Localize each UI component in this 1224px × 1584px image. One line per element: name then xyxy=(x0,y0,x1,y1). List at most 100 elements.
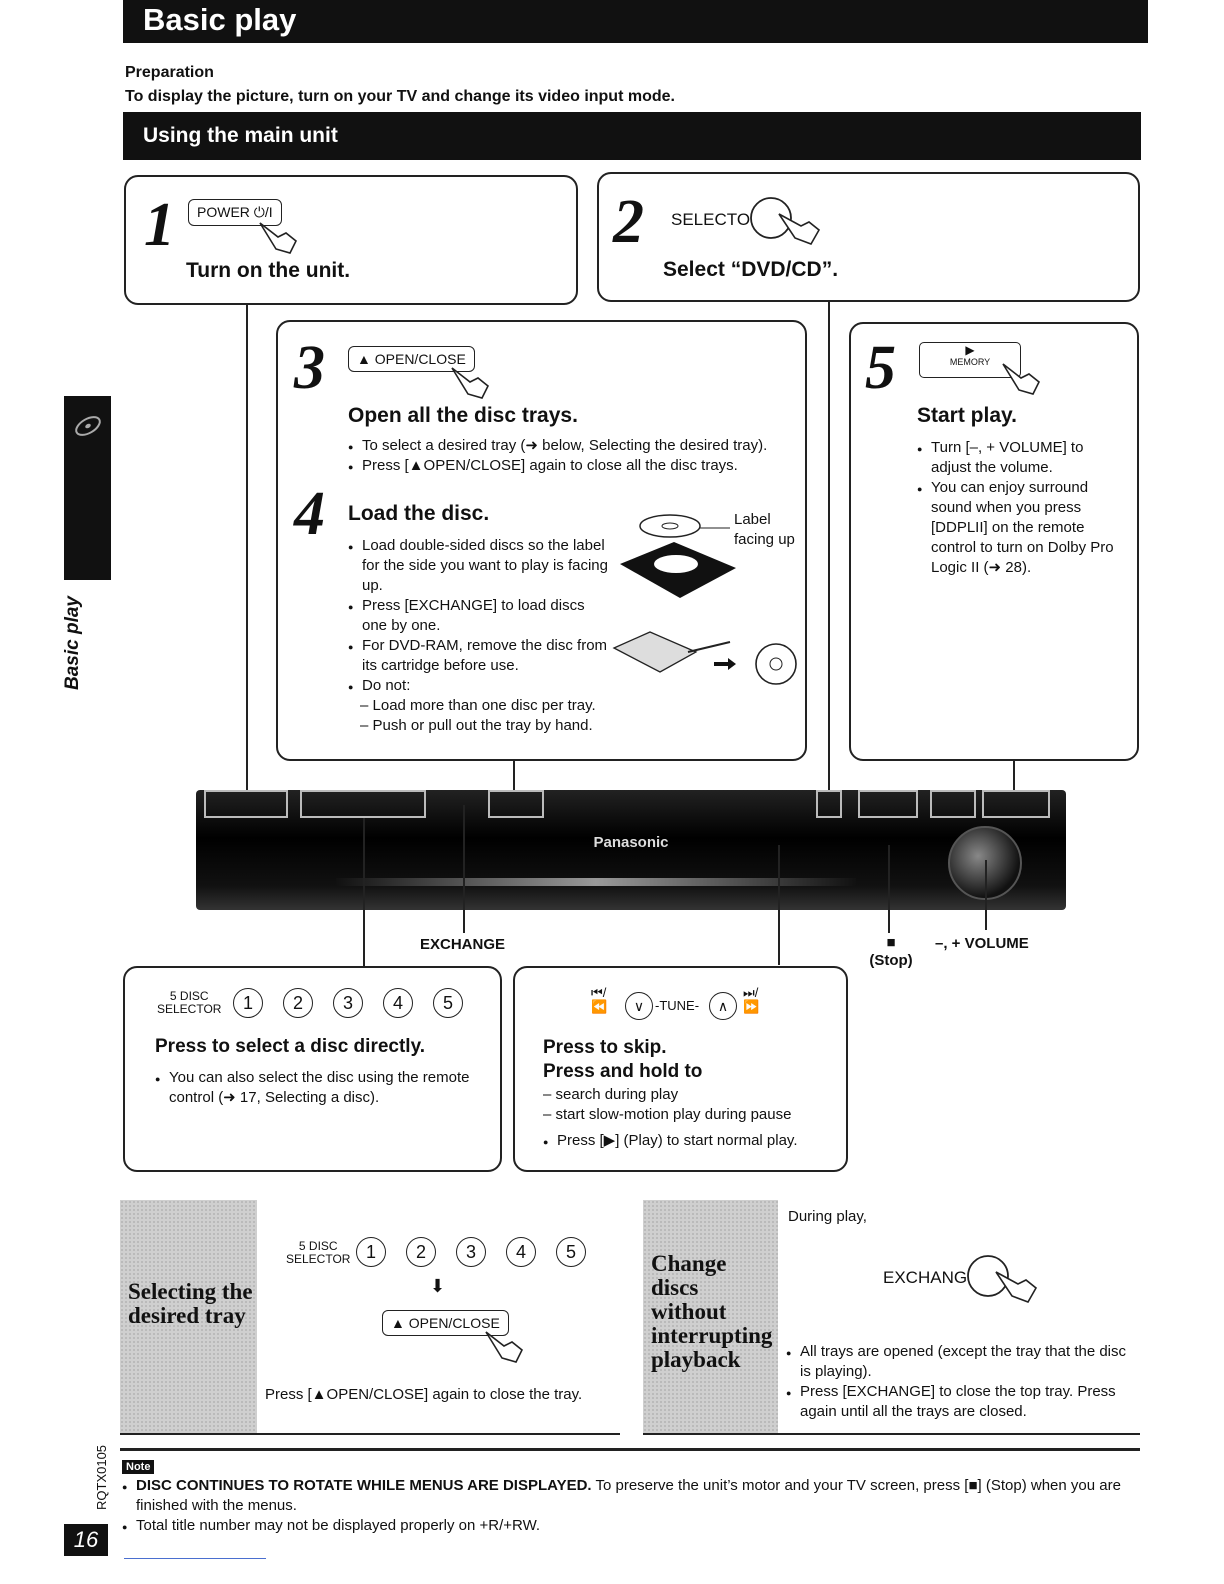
step-2-heading: Select “DVD/CD”. xyxy=(663,258,839,281)
disc-2-button[interactable]: 2 xyxy=(283,988,313,1018)
list-item: – search during play xyxy=(543,1086,679,1103)
list-item: Load double-sided discs so the label for… xyxy=(348,536,608,596)
skip-bullets: Press [▶] (Play) to start normal play. xyxy=(543,1131,843,1152)
skip-key[interactable] xyxy=(858,790,918,818)
note-label: Note xyxy=(122,1460,155,1474)
stop-text: (Stop) xyxy=(869,952,913,969)
selector-label-line: 5 DISC xyxy=(298,1239,338,1253)
open-close-label: OPEN/CLOSE xyxy=(408,1315,500,1331)
page-title: Basic play xyxy=(123,0,1148,43)
pointing-hand-icon xyxy=(451,367,490,399)
disc-selector-label: 5 DISC SELECTOR xyxy=(286,1240,350,1266)
open-close-label: OPEN/CLOSE xyxy=(374,351,466,367)
disc-3-button[interactable]: 3 xyxy=(456,1237,486,1267)
cartridge-illustration xyxy=(612,631,797,685)
open-close-key[interactable] xyxy=(488,790,544,818)
tune-down-button[interactable]: ∨ xyxy=(625,992,653,1020)
disc-select-heading: Press to select a disc directly. xyxy=(155,1036,426,1057)
page-number: 16 xyxy=(64,1524,108,1556)
connector-line xyxy=(463,805,465,933)
selector-label-line: 5 DISC xyxy=(169,989,209,1003)
change-discs-heading: Change discs without interrupting playba… xyxy=(651,1251,773,1372)
doc-code: RQTX0105 xyxy=(94,1444,109,1510)
exchange-knob-icon[interactable] xyxy=(966,1250,1040,1306)
open-close-button[interactable]: ▲ OPEN/CLOSE xyxy=(348,346,475,372)
note-bullets: DISC CONTINUES TO ROTATE WHILE MENUS ARE… xyxy=(122,1476,1140,1537)
list-item: DISC CONTINUES TO ROTATE WHILE MENUS ARE… xyxy=(122,1476,1140,1516)
connector-line xyxy=(513,760,515,790)
step-3-4-box: 3 ▲ OPEN/CLOSE Open all the disc trays. … xyxy=(276,320,807,761)
label-facing-up: Label facing up xyxy=(734,511,795,548)
stop-label: ■ (Stop) xyxy=(868,934,914,970)
selecting-tray-heading: Selecting the desired tray xyxy=(128,1279,253,1328)
pointing-hand-icon xyxy=(485,1331,524,1363)
selecting-tray-text: Press [▲OPEN/CLOSE] again to close the t… xyxy=(265,1386,583,1403)
step-4-bullets: Load double-sided discs so the label for… xyxy=(348,536,608,736)
skip-box: ⏮/⏪ ∨ -TUNE- ∧ ⏭/⏩ Press to skip. Press … xyxy=(513,966,848,1172)
change-discs-panel: Change discs without interrupting playba… xyxy=(643,1200,778,1434)
power-button[interactable]: POWER ⏻/I xyxy=(188,199,282,226)
open-close-button[interactable]: ▲ OPEN/CLOSE xyxy=(382,1310,509,1336)
list-item: – start slow-motion play during pause xyxy=(543,1106,792,1123)
divider xyxy=(643,1433,1140,1435)
step-number: 1 xyxy=(144,191,175,259)
exchange-key[interactable] xyxy=(816,790,842,818)
exchange-button-label: EXCHANGE xyxy=(883,1268,979,1287)
disc-3-button[interactable]: 3 xyxy=(333,988,363,1018)
list-item: Total title number may not be displayed … xyxy=(122,1516,1140,1537)
note-bold: DISC CONTINUES TO ROTATE WHILE MENUS ARE… xyxy=(136,1477,592,1494)
sidebar-label: Basic play xyxy=(62,596,83,690)
stop-key[interactable] xyxy=(930,790,976,818)
disc-icon xyxy=(75,416,101,436)
volume-label: –, + VOLUME xyxy=(935,935,1029,952)
preparation-label: Preparation xyxy=(125,64,214,81)
selector-knob-icon[interactable] xyxy=(749,192,823,248)
disc-1-button[interactable]: 1 xyxy=(356,1237,386,1267)
list-item: You can also select the disc using the r… xyxy=(155,1068,485,1108)
disc-5-button[interactable]: 5 xyxy=(556,1237,586,1267)
list-item: – Load more than one disc per tray. xyxy=(360,697,596,714)
preparation-text: To display the picture, turn on your TV … xyxy=(125,88,675,105)
brand-logo: Panasonic xyxy=(593,834,669,851)
connector-line xyxy=(828,302,830,790)
play-key[interactable] xyxy=(982,790,1050,818)
during-play-text: During play, xyxy=(788,1208,867,1225)
step-1-box: 1 POWER ⏻/I Turn on the unit. xyxy=(124,175,578,305)
connector-line xyxy=(1013,760,1015,790)
exchange-label: EXCHANGE xyxy=(420,936,506,953)
arrow-down-icon: ⬇ xyxy=(430,1276,446,1296)
list-item: Do not: xyxy=(348,676,608,697)
disc-4-button[interactable]: 4 xyxy=(383,988,413,1018)
skip-back-icon: ⏮/⏪ xyxy=(591,985,608,1014)
preparation: Preparation To display the picture, turn… xyxy=(125,61,675,109)
disc-1-button[interactable]: 1 xyxy=(233,988,263,1018)
divider xyxy=(120,1433,620,1435)
disc-slot xyxy=(336,878,856,886)
skip-dashes: – search during play – start slow-motion… xyxy=(543,1085,791,1125)
tray-slot xyxy=(204,790,288,818)
step-number: 2 xyxy=(613,188,644,256)
disc-4-button[interactable]: 4 xyxy=(506,1237,536,1267)
step-2-box: 2 SELECTOR Select “DVD/CD”. xyxy=(597,172,1140,302)
selector-label-line: SELECTOR xyxy=(157,1002,222,1016)
step-1-heading: Turn on the unit. xyxy=(186,259,351,282)
play-memory-button[interactable]: ▶ MEMORY xyxy=(919,342,1021,378)
pointing-hand-icon xyxy=(1002,363,1041,395)
list-item: For DVD-RAM, remove the disc from its ca… xyxy=(348,636,608,676)
skip-heading-line: Press and hold to xyxy=(543,1061,703,1082)
footer-line xyxy=(124,1558,266,1559)
stop-symbol: ■ xyxy=(886,934,896,951)
step-number: 4 xyxy=(294,480,325,548)
divider xyxy=(120,1448,1140,1451)
disc-5-button[interactable]: 5 xyxy=(433,988,463,1018)
note-rest: To preserve the unit’s motor and your TV… xyxy=(136,1477,1121,1514)
list-item: To select a desired tray (➜ below, Selec… xyxy=(348,436,798,457)
device-front-panel: Panasonic xyxy=(196,790,1066,910)
step-number: 3 xyxy=(294,334,325,402)
skip-heading: Press to skip. Press and hold to xyxy=(543,1036,702,1084)
disc-2-button[interactable]: 2 xyxy=(406,1237,436,1267)
list-item: All trays are opened (except the tray th… xyxy=(786,1342,1136,1382)
tune-up-button[interactable]: ∧ xyxy=(709,992,737,1020)
selector-label-line: SELECTOR xyxy=(286,1252,351,1266)
